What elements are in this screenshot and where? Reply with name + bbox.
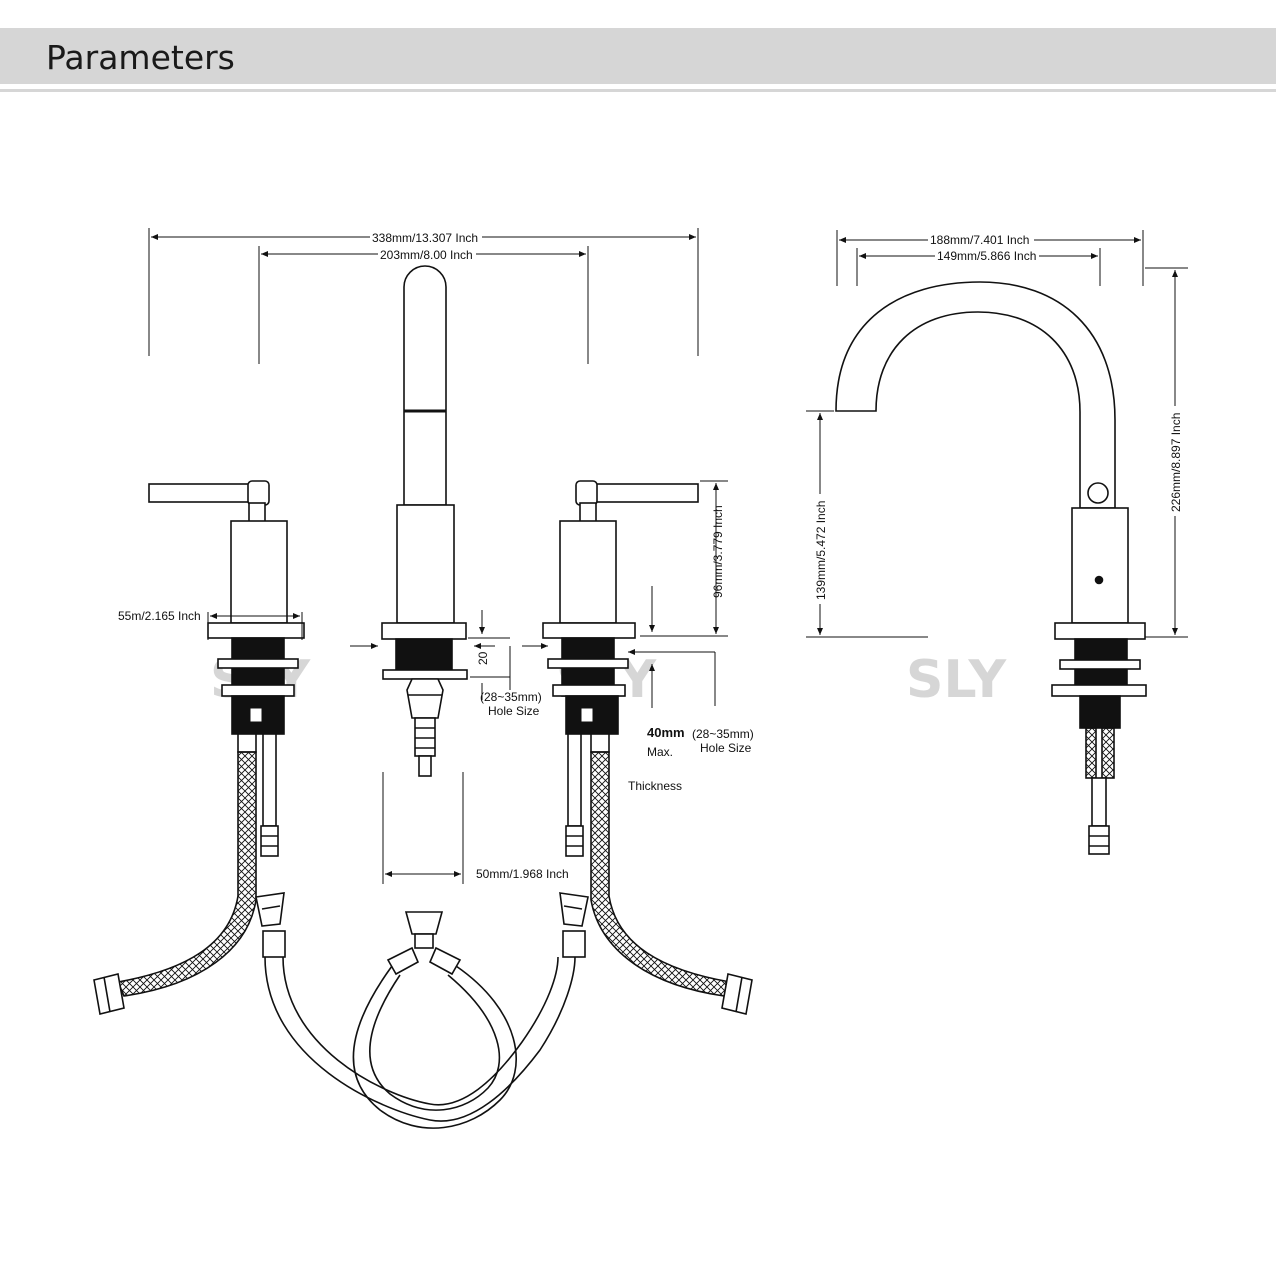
label-total-width: 338mm/13.307 Inch	[372, 231, 478, 245]
label-max-thickness: 40mm	[647, 725, 685, 740]
left-handle	[93, 480, 305, 1015]
front-view-labels: 338mm/13.307 Inch 203mm/8.00 Inch 55m/2.…	[118, 230, 754, 881]
page-title: Parameters	[46, 38, 235, 77]
label-handle-height: 96mm/3.779 Inch	[711, 505, 725, 598]
label-total-height: 226mm/8.897 Inch	[1169, 413, 1183, 512]
label-nut-gap: 20	[476, 651, 490, 665]
dimension-handle-height	[640, 480, 728, 637]
label-hole-size-left: Hole Size	[488, 704, 540, 718]
header-bar	[0, 28, 1276, 84]
label-thickness: Thickness	[628, 779, 682, 793]
label-spout-height: 139mm/5.472 Inch	[814, 501, 828, 600]
side-dimension-heights	[806, 267, 1188, 638]
label-reach-total: 188mm/7.401 Inch	[930, 233, 1029, 247]
header-rule	[0, 89, 1276, 92]
side-spout	[835, 281, 1147, 855]
dimension-spout-spacing	[382, 772, 464, 884]
label-spout-spacing: 50mm/1.968 Inch	[476, 867, 569, 881]
label-hole-size-right-range: (28~35mm)	[692, 727, 754, 741]
label-base-diameter: 55m/2.165 Inch	[118, 609, 201, 623]
label-max: Max.	[647, 745, 673, 759]
right-handle	[542, 480, 753, 1015]
label-hole-size-left-range: (28~35mm)	[480, 690, 542, 704]
label-reach-spout: 149mm/5.866 Inch	[937, 249, 1036, 263]
label-hole-size-right: Hole Size	[700, 741, 752, 755]
dimension-nut-gap	[468, 610, 510, 700]
side-view	[806, 230, 1188, 855]
dimension-base	[207, 612, 303, 640]
dimension-hole-right	[522, 643, 716, 706]
side-view-labels: 188mm/7.401 Inch 149mm/5.866 Inch 139mm/…	[814, 233, 1183, 604]
label-center-spread: 203mm/8.00 Inch	[380, 248, 473, 262]
dimension-hole-left	[350, 643, 511, 690]
connector-hoses	[255, 892, 589, 1129]
spout	[381, 265, 468, 777]
watermark-right: SLY	[906, 650, 1007, 710]
front-view	[93, 228, 753, 1129]
